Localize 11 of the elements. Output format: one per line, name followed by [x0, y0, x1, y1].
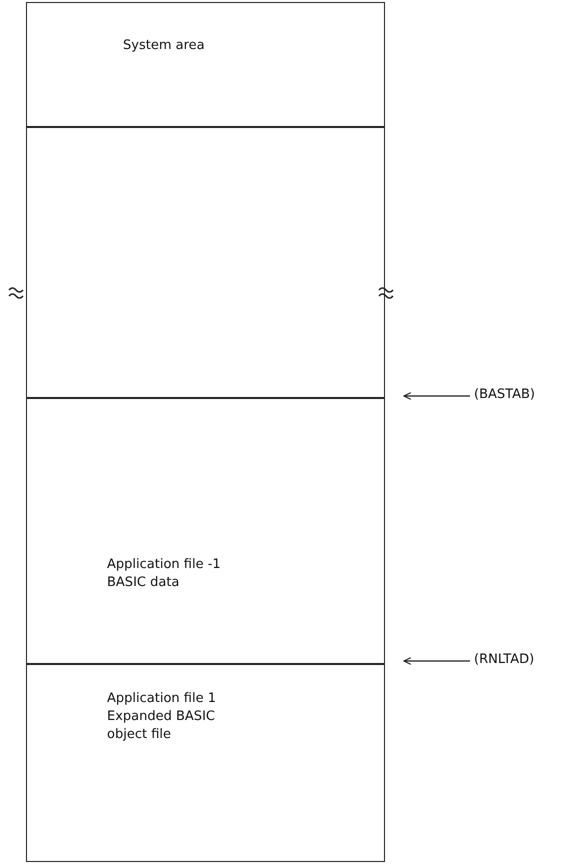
- pointer-arrow: [403, 392, 470, 400]
- memory-region: [26, 663, 385, 862]
- region-label: System area: [123, 37, 206, 55]
- pointer-label: (RNLTAD): [474, 651, 534, 669]
- memory-region: [26, 2, 385, 128]
- region-label: Application file 1 Expanded BASIC object file: [107, 690, 217, 744]
- region-label: Application file -1 BASIC data: [107, 556, 222, 592]
- pointer-arrow: [403, 656, 470, 666]
- memory-region: [26, 126, 385, 399]
- memory-region: [26, 397, 385, 665]
- pointer-label: (BASTAB): [474, 386, 535, 404]
